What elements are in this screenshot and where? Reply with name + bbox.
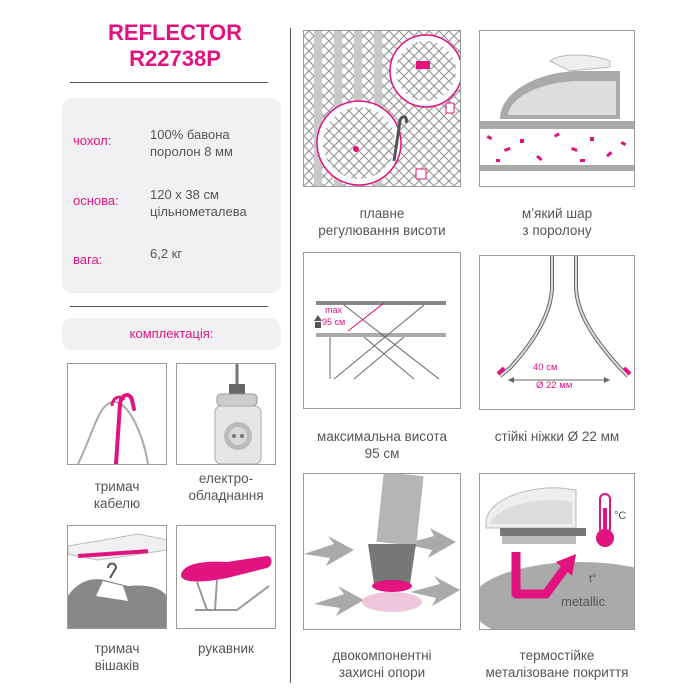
feature-height-adjust-caption-1: плавне [359,206,405,221]
kit-electrical-image [176,363,276,465]
metallic-label: metallic [561,594,606,609]
feature-height-adjust-image [303,30,461,187]
max-label: max [325,305,343,315]
feature-protective-feet-caption-1: двокомпонентні [332,648,432,663]
legs-width-label: 40 см [533,362,558,373]
kit-title: комплектація: [62,318,281,350]
spec-value-cover-2: поролон 8 мм [150,144,233,159]
specs-panel [62,98,281,293]
kit-sleeve-board-image [176,525,276,629]
feature-coating-image [479,473,635,630]
feature-protective-feet-image [303,473,461,630]
kit-electrical-caption-1: електро- [198,471,254,486]
feature-foam-layer-caption-1: м’який шар [521,206,593,221]
model-title: R22738P [129,46,221,71]
spec-value-base-1: 120 x 38 см [150,187,219,202]
kit-hanger-holder-image [67,525,167,629]
feature-max-height-caption-1: максимальна висота [317,429,447,444]
spec-label-base: основа: [73,193,119,208]
kit-hanger-holder-caption-1: тримач [94,641,140,656]
spec-label-weight: вага: [73,252,103,267]
temp-unit-label: °С [614,510,627,522]
kit-cable-holder-image [67,363,167,465]
feature-legs-image [479,255,635,410]
feature-legs-caption: стійкі ніжки Ø 22 мм [494,429,620,444]
column-divider [290,28,291,683]
max-height-value-label: 95 см [322,317,346,327]
divider [70,306,268,307]
spec-value-weight: 6,2 кг [150,246,183,261]
feature-protective-feet-caption-2: захисні опори [338,665,426,680]
kit-electrical-caption-2: обладнання [188,488,264,503]
feature-foam-layer-image [479,30,635,187]
feature-coating-caption-2: металізоване покриття [485,665,629,680]
kit-cable-holder-caption-2: кабелю [93,496,141,511]
feature-height-adjust-caption-2: регулювання висоти [318,223,446,238]
t-label: t° [589,573,597,585]
feature-max-height-image [303,252,461,409]
feature-foam-layer-caption-2: з поролону [522,223,592,238]
kit-hanger-holder-caption-2: вішаків [94,658,140,673]
spec-value-cover-1: 100% бавона [150,127,230,142]
brand-title: REFLECTOR [107,20,243,45]
feature-coating-caption-1: термостійке [519,648,595,663]
spec-value-base-2: цільнометалева [150,204,247,219]
spec-label-cover: чохол: [73,133,112,148]
divider [70,82,268,83]
kit-sleeve-board-caption: рукавник [198,641,254,656]
feature-max-height-caption-2: 95 см [364,446,400,461]
kit-cable-holder-caption-1: тримач [94,479,140,494]
legs-diameter-label: Ø 22 мм [536,380,573,391]
